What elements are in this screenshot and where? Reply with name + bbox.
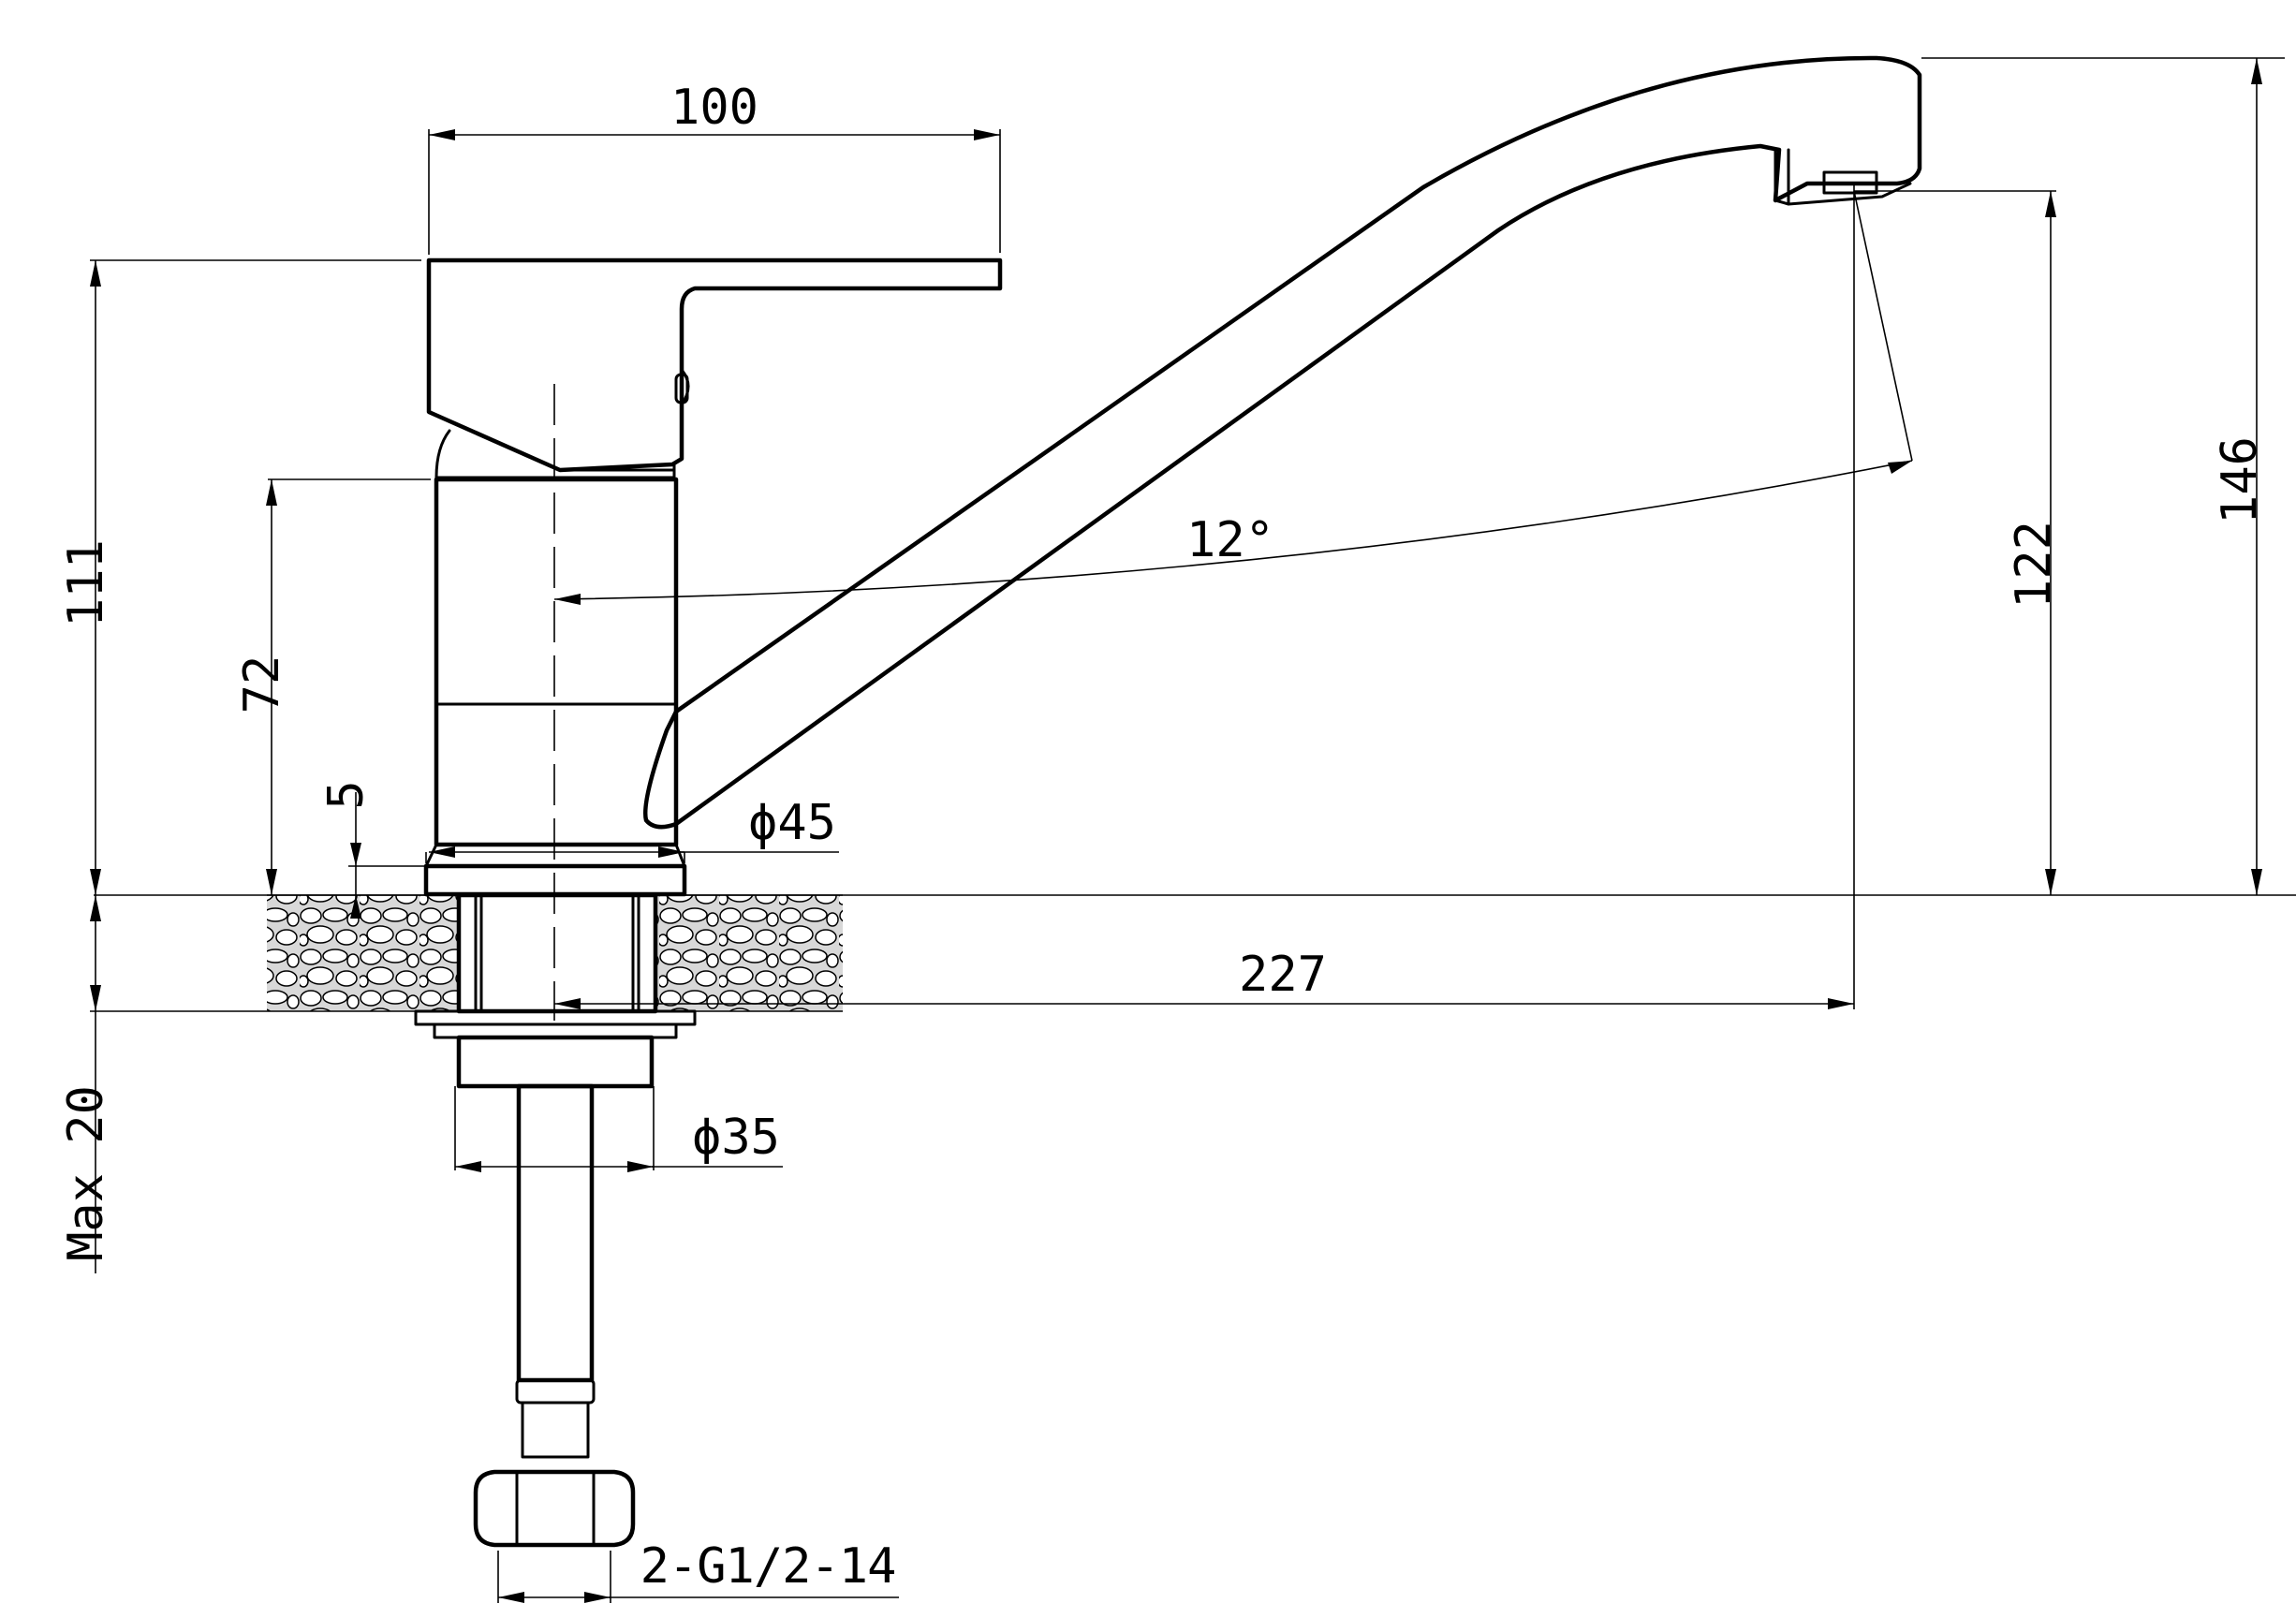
dim-label-shank-diameter: ϕ35 (692, 1110, 780, 1166)
aerator (1774, 148, 1912, 206)
dim-shank-diameter: ϕ35 (455, 1110, 780, 1172)
countertop-section (267, 894, 843, 1012)
spout-outline (642, 55, 1922, 830)
dim-max-counter: Max 20 (58, 895, 114, 1273)
dim-width-top: 100 (429, 80, 1000, 140)
dim-aerator-height: 122 (2006, 191, 2062, 895)
dim-label-height-body: 72 (234, 655, 290, 714)
dim-label-width-top: 100 (670, 80, 758, 136)
dim-label-base-diameter: ϕ45 (748, 795, 836, 851)
base-ring (423, 863, 687, 897)
hose-hex-nut (473, 1469, 636, 1548)
dim-spout-angle: 12° (553, 460, 1913, 605)
dim-height-handle: 111 (58, 260, 114, 895)
dim-label-total-height: 146 (2212, 436, 2268, 524)
dim-label-hose-thread: 2-G1/2-14 (640, 1538, 896, 1595)
dim-label-spout-angle: 12° (1186, 512, 1274, 568)
dim-label-height-handle: 111 (58, 539, 114, 627)
dim-label-spout-reach: 227 (1239, 947, 1327, 1003)
dim-hose-thread: 2-G1/2-14 (498, 1538, 896, 1603)
dim-label-ring-height: 5 (318, 780, 375, 809)
dim-spout-reach: 227 (554, 947, 1854, 1009)
dim-total-height: 146 (2212, 58, 2268, 895)
faucet-body (414, 257, 1003, 1548)
lever-handle (426, 257, 1003, 473)
dim-ring-height: 5 (318, 780, 426, 919)
dim-height-body: 72 (234, 479, 290, 895)
dim-base-diameter: ϕ45 (429, 795, 836, 858)
extension-lines (90, 57, 2296, 1603)
main-cylinder (434, 477, 679, 847)
countertop-right (655, 895, 843, 1011)
dim-label-max-counter: Max 20 (58, 1085, 114, 1261)
flexible-hose (516, 1083, 595, 1383)
dim-label-aerator-height: 122 (2006, 521, 2062, 609)
fixing-nut (456, 1035, 655, 1089)
spout (642, 55, 1922, 830)
shank (456, 892, 658, 1014)
countertop-left (267, 895, 459, 1011)
